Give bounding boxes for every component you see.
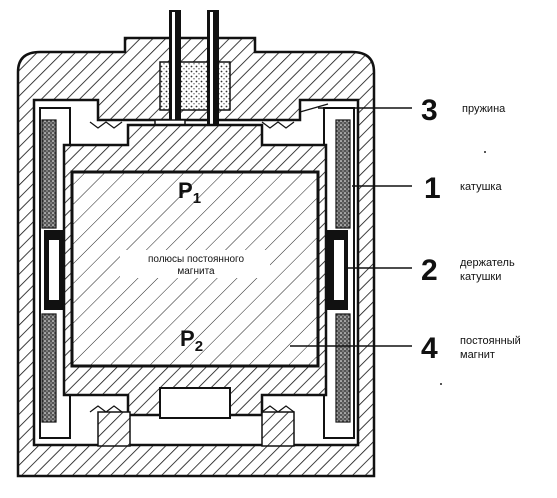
center-label-line2: магнита	[177, 266, 215, 277]
center-label-line1: полюсы постоянного	[148, 254, 245, 265]
callout-4-label-line2: магнит	[460, 349, 495, 361]
dot-mark	[440, 383, 442, 385]
pole-bottom-label: P2	[180, 326, 203, 355]
leader-lines	[290, 107, 412, 347]
callout-2-number: 2	[421, 254, 438, 287]
callout-2-label-line1: держатель	[460, 257, 515, 269]
callout-2-label-line2: катушки	[460, 271, 501, 283]
dot-mark	[484, 151, 486, 153]
pole-top-label: P1	[178, 178, 201, 207]
callout-4-label-line1: постоянный	[460, 335, 521, 347]
permanent-magnet	[70, 170, 320, 368]
callout-1-number: 1	[424, 172, 441, 205]
base-details	[97, 411, 295, 447]
callout-1-label: катушка	[460, 181, 502, 193]
callout-3-number: 3	[421, 94, 438, 127]
callout-3-label: пружина	[462, 103, 506, 115]
callout-4-number: 4	[421, 332, 438, 365]
coil-windings	[41, 119, 351, 423]
center-label-backing	[120, 250, 270, 278]
